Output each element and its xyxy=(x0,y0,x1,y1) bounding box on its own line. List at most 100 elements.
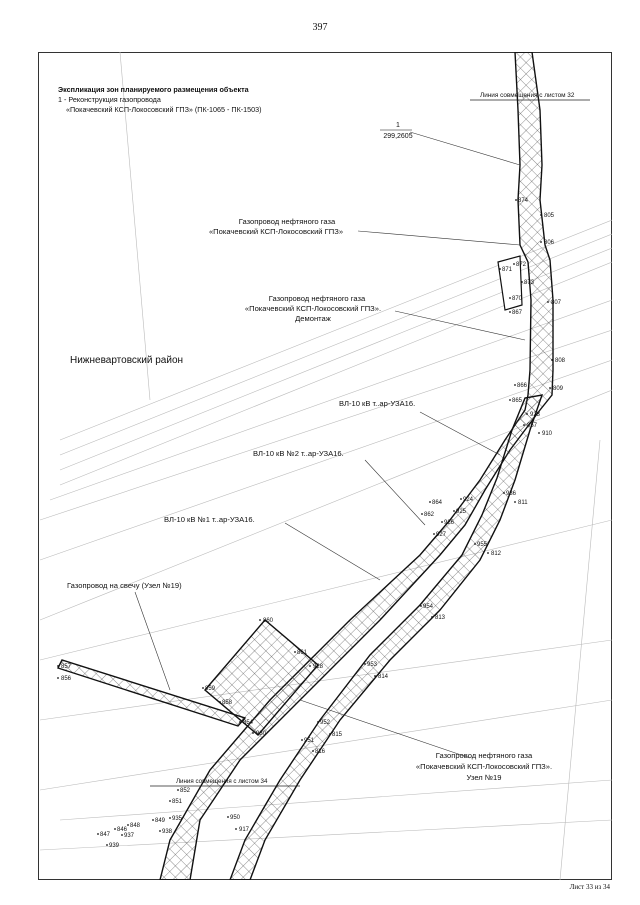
svg-text:816: 816 xyxy=(315,749,326,755)
point-936: 936 xyxy=(503,491,517,497)
point-872: 872 xyxy=(513,262,527,268)
point-950: 950 xyxy=(227,815,241,821)
zone-area: 299,2605 xyxy=(383,133,412,140)
point-851: 851 xyxy=(169,799,183,805)
district-label: Нижневартовский район xyxy=(70,355,183,366)
survey-points: 874 805 806 872 871 873 870 867 807 808 … xyxy=(57,198,566,849)
svg-text:864: 864 xyxy=(432,500,443,506)
svg-text:937: 937 xyxy=(124,833,135,839)
point-938: 938 xyxy=(159,829,173,835)
point-952: 952 xyxy=(317,720,331,726)
point-859: 859 xyxy=(202,686,216,692)
svg-text:811: 811 xyxy=(518,500,528,506)
point-935: 935 xyxy=(169,816,183,822)
svg-text:955: 955 xyxy=(477,542,488,548)
vl-uza16-label: ВЛ-10 кВ т..ар-УЗА16. xyxy=(339,399,415,408)
svg-text:951: 951 xyxy=(304,738,315,744)
point-927: 927 xyxy=(433,532,447,538)
svg-text:848: 848 xyxy=(130,823,141,829)
point-937: 937 xyxy=(121,833,135,839)
point-812: 812 xyxy=(487,551,502,557)
pipeline-b-line2: «Покачевский КСП-Локосовский ГПЗ». xyxy=(245,304,381,313)
point-807: 807 xyxy=(547,300,562,306)
legend-title: Экспликация зон планируемого размещения … xyxy=(58,85,249,94)
point-870: 870 xyxy=(509,296,523,302)
point-861: 861 xyxy=(294,650,308,656)
point-928: 928 xyxy=(309,664,324,670)
svg-text:812: 812 xyxy=(491,551,502,557)
pipeline-node-line1: Газопровод нефтяного газа xyxy=(436,751,533,760)
svg-text:925: 925 xyxy=(456,509,467,515)
point-862: 862 xyxy=(421,512,435,518)
legend: Экспликация зон планируемого размещения … xyxy=(58,85,262,115)
point-865: 865 xyxy=(509,398,523,404)
eastern-corridor xyxy=(229,394,544,880)
svg-text:847: 847 xyxy=(100,832,111,838)
svg-text:865: 865 xyxy=(512,398,523,404)
legend-item-line1: 1 - Реконструкция газопровода xyxy=(58,95,161,104)
point-871: 871 xyxy=(499,267,513,273)
svg-text:866: 866 xyxy=(517,383,528,389)
svg-text:862: 862 xyxy=(424,512,435,518)
point-814: 814 xyxy=(374,674,389,680)
legend-item-line2: «Покачевский КСП-Локосовский ГПЗ» (ПК-10… xyxy=(66,105,262,114)
point-854: 854 xyxy=(239,720,254,726)
pipeline-b-line1: Газопровод нефтяного газа xyxy=(269,294,366,303)
svg-text:805: 805 xyxy=(544,213,555,219)
point-848: 848 xyxy=(127,823,141,829)
point-860: 860 xyxy=(259,618,274,624)
svg-text:954: 954 xyxy=(423,604,434,610)
svg-text:860: 860 xyxy=(263,618,274,624)
svg-text:926: 926 xyxy=(444,520,455,526)
svg-text:874: 874 xyxy=(518,198,529,204)
svg-text:858: 858 xyxy=(222,700,233,706)
sheet-frame xyxy=(38,52,612,880)
point-856: 856 xyxy=(57,676,72,682)
svg-text:806: 806 xyxy=(544,240,555,246)
point-864: 864 xyxy=(429,500,443,506)
svg-text:857: 857 xyxy=(61,664,72,670)
flare-pipeline xyxy=(57,659,247,727)
point-924: 924 xyxy=(460,497,474,503)
point-808: 808 xyxy=(551,358,566,364)
pipeline-a-line1: Газопровод нефтяного газа xyxy=(239,217,336,226)
map-labels: Линия совмещения с листом 32 Линия совме… xyxy=(67,92,575,785)
point-951: 951 xyxy=(301,738,315,744)
svg-text:953: 953 xyxy=(367,662,378,668)
point-917: 917 xyxy=(235,827,250,833)
svg-text:923: 923 xyxy=(530,412,541,418)
svg-text:857: 857 xyxy=(527,423,538,429)
match-line-top-label: Линия совмещения с листом 32 xyxy=(480,92,575,99)
svg-text:936: 936 xyxy=(506,491,517,497)
page-number: 397 xyxy=(312,22,328,33)
point-805: 805 xyxy=(540,213,555,219)
svg-text:872: 872 xyxy=(516,262,527,268)
point-849: 849 xyxy=(152,818,166,824)
point-846: 846 xyxy=(114,827,128,833)
demolition-bump xyxy=(497,255,523,311)
point-874: 874 xyxy=(515,198,529,204)
point-866: 866 xyxy=(514,383,528,389)
svg-text:910: 910 xyxy=(542,431,553,437)
flare-pipeline-label: Газопровод на свечу (Узел №19) xyxy=(67,581,182,590)
point-925: 925 xyxy=(453,509,467,515)
point-813: 813 xyxy=(431,615,446,621)
svg-text:815: 815 xyxy=(332,732,343,738)
point-858: 858 xyxy=(219,700,233,706)
point-953: 953 xyxy=(364,662,378,668)
svg-text:867: 867 xyxy=(512,310,523,316)
sheet-footer: Лист 33 из 34 xyxy=(569,883,610,891)
match-line-bottom-label: Линия совмещения с листом 34 xyxy=(176,778,268,785)
point-930: 930 xyxy=(252,731,267,737)
svg-text:871: 871 xyxy=(502,267,513,273)
svg-text:807: 807 xyxy=(551,300,562,306)
svg-text:873: 873 xyxy=(524,280,535,286)
svg-text:938: 938 xyxy=(162,829,173,835)
point-923: 923 xyxy=(526,412,541,418)
pipeline-a-line2: «Покачевский КСП-Локосовский ГПЗ» xyxy=(209,227,343,236)
svg-text:808: 808 xyxy=(555,358,566,364)
svg-text:952: 952 xyxy=(320,720,331,726)
pipeline-b-line3: Демонтаж xyxy=(295,314,332,323)
pipeline-node-line2: «Покачевский КСП-Локосовский ГПЗ». xyxy=(416,762,552,771)
svg-text:809: 809 xyxy=(553,386,564,392)
